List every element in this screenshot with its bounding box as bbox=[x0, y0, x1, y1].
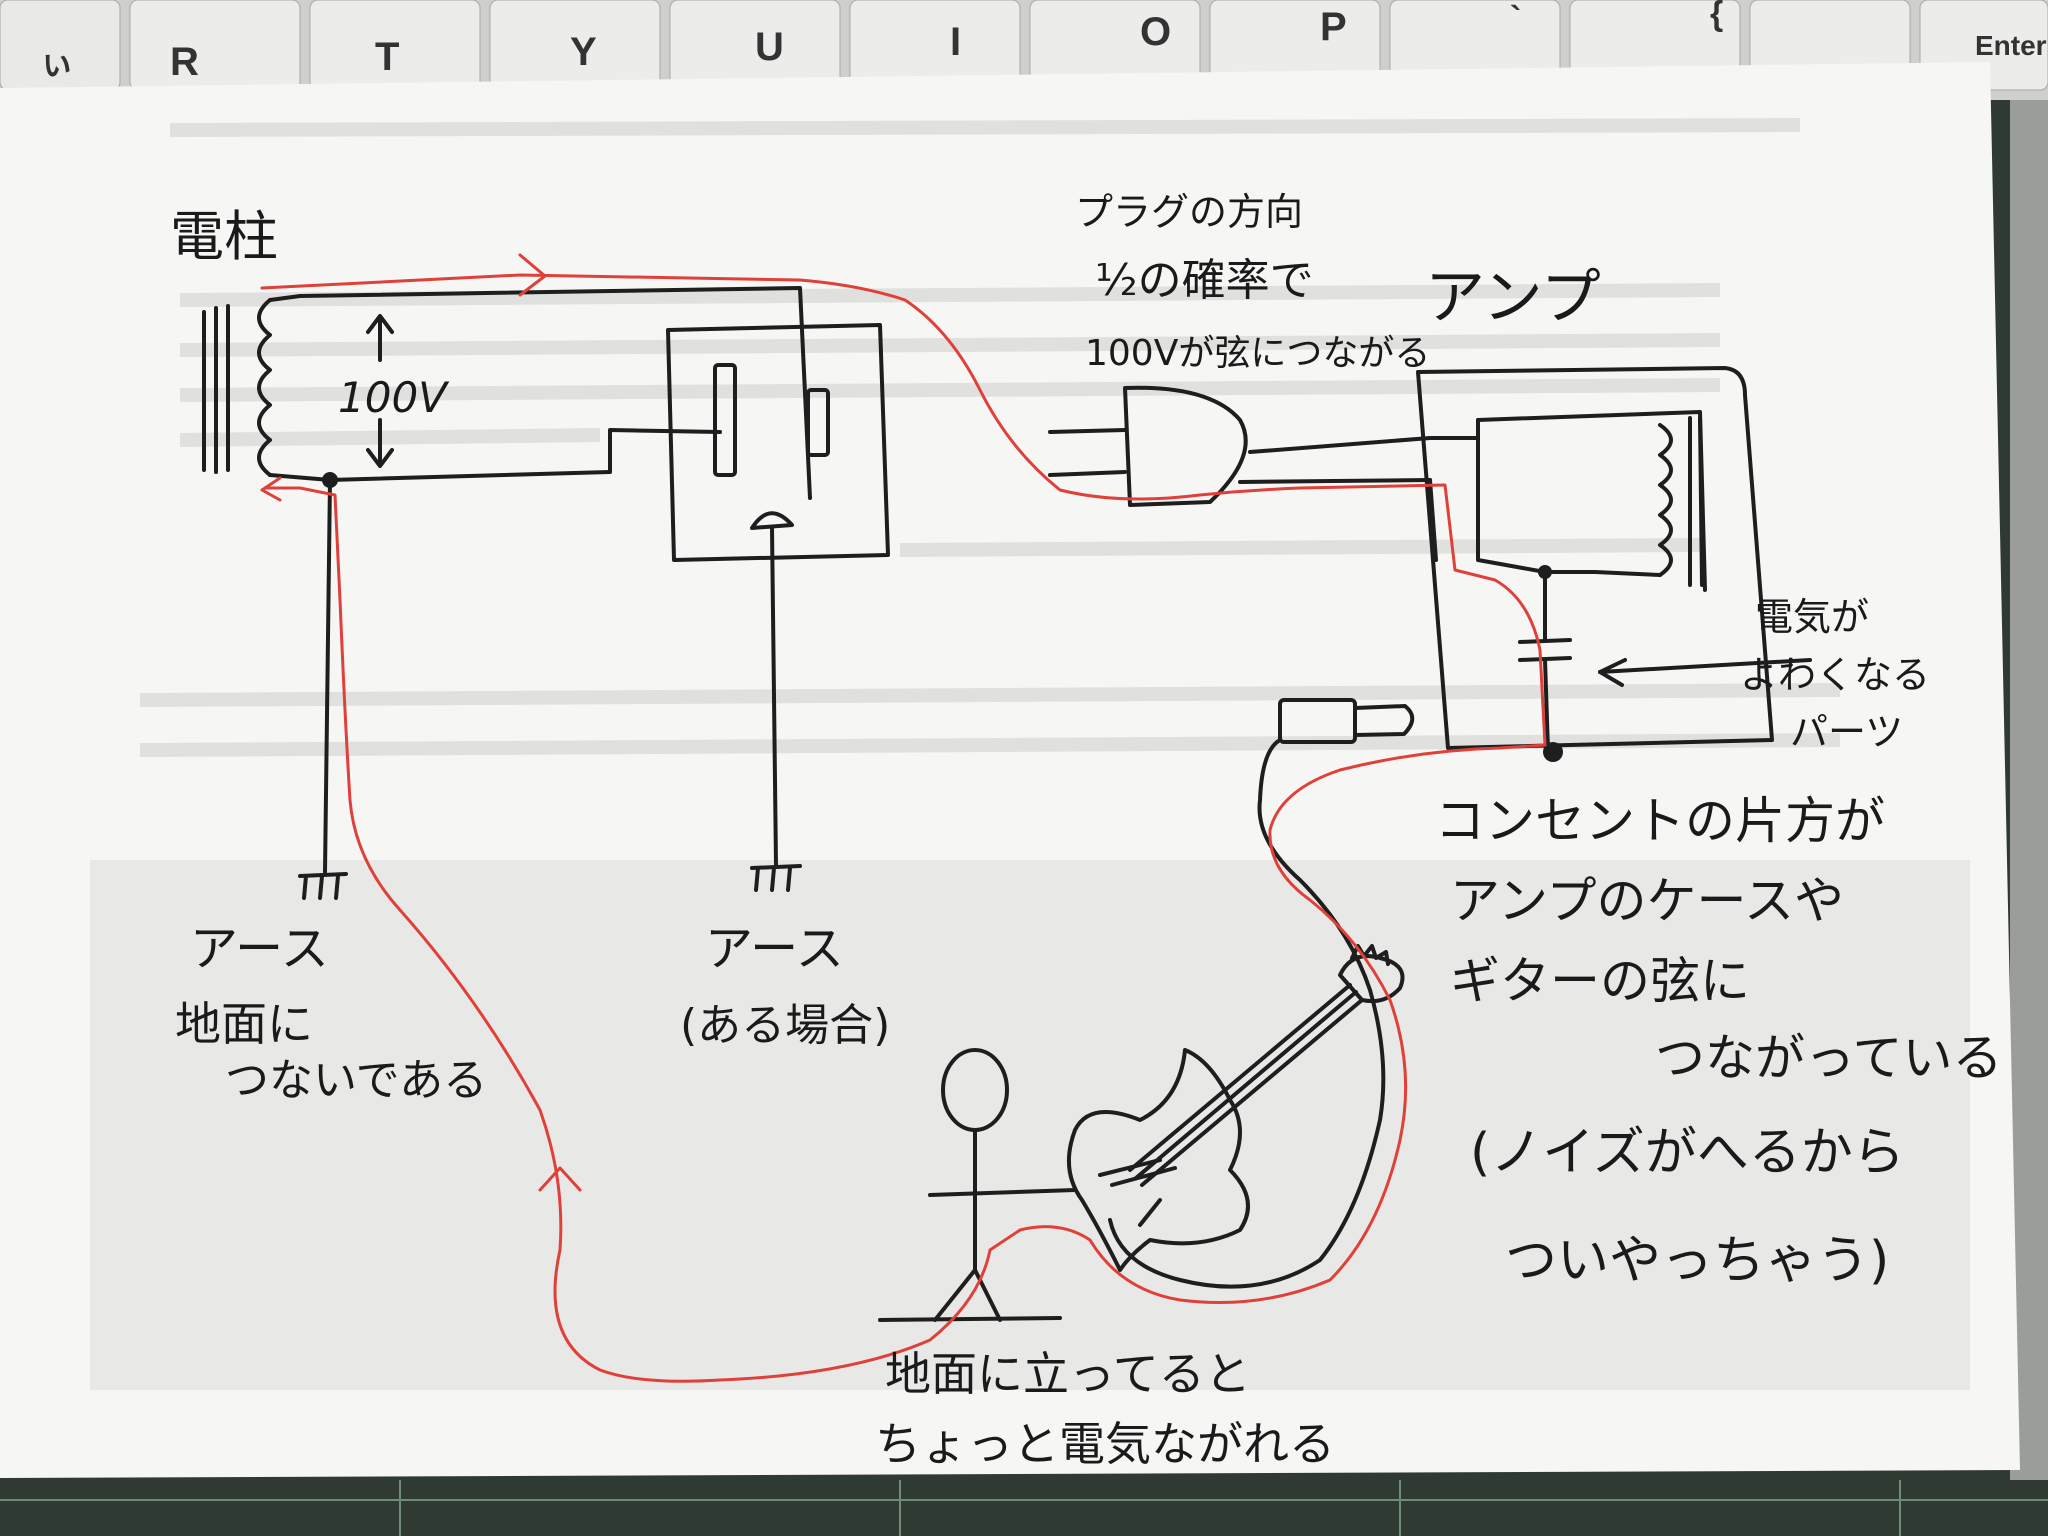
mat-grid bbox=[0, 1480, 2048, 1536]
key-label: I bbox=[950, 20, 961, 64]
pole-label: 電柱 bbox=[170, 205, 278, 268]
outlet-note-line1: コンセントの片方が bbox=[1435, 792, 1885, 850]
noise-note-line1: (ノイズがへるから bbox=[1470, 1123, 1905, 1183]
ground1-label-line2: 地面に bbox=[175, 997, 313, 1051]
current-arrows bbox=[260, 253, 582, 1192]
outlet-note-line4: つながっている bbox=[1655, 1029, 2003, 1087]
wiring bbox=[202, 286, 1812, 1322]
printed-show-through bbox=[90, 860, 1970, 1390]
right-edge-shadow bbox=[2010, 100, 2048, 1480]
key-label: ` bbox=[1510, 0, 1521, 38]
voltage-label: 100V bbox=[338, 373, 450, 422]
key-label: { bbox=[1710, 0, 1723, 33]
key-label: ぃ bbox=[40, 45, 74, 83]
person-note-line2: ちょっと電気ながれる bbox=[875, 1417, 1335, 1471]
key-label: U bbox=[755, 25, 784, 69]
weak-parts-line1: 電気が bbox=[1755, 595, 1869, 639]
key-label: R bbox=[170, 40, 199, 84]
person-note-line1: 地面に立ってると bbox=[885, 1347, 1251, 1401]
key-label: O bbox=[1140, 10, 1171, 54]
key-label: Enter bbox=[1975, 30, 2047, 61]
key-label: T bbox=[375, 35, 399, 79]
ground2-label-line1: アース bbox=[705, 921, 844, 977]
plug-note-line3: 100Vが弦につながる bbox=[1085, 333, 1430, 374]
weak-parts-line3: パーツ bbox=[1790, 710, 1903, 754]
amp-label: アンプ bbox=[1425, 263, 1601, 333]
plug-note-line1: プラグの方向 bbox=[1075, 190, 1303, 234]
noise-note-line2: ついやっちゃう) bbox=[1505, 1231, 1889, 1291]
plug-note-line2: ½の確率で bbox=[1095, 255, 1314, 306]
paper-sheet bbox=[0, 62, 2020, 1478]
ground2-label-line2: (ある場合) bbox=[680, 1000, 890, 1051]
weak-parts-line2: よわくなる bbox=[1740, 653, 1930, 697]
outlet-note-line3: ギターの弦に bbox=[1450, 952, 1750, 1010]
outlet-note-line2: アンプのケースや bbox=[1450, 872, 1844, 930]
ground1-label-line3: つないである bbox=[225, 1055, 487, 1106]
ground1-label-line1: アース bbox=[190, 921, 329, 977]
cutting-mat bbox=[0, 1480, 2048, 1536]
key-label: P bbox=[1320, 5, 1347, 49]
current-path bbox=[260, 273, 1547, 1383]
key-label: Y bbox=[570, 30, 597, 74]
junction-dots bbox=[322, 472, 1563, 762]
back-print-ghost bbox=[139, 118, 1841, 757]
